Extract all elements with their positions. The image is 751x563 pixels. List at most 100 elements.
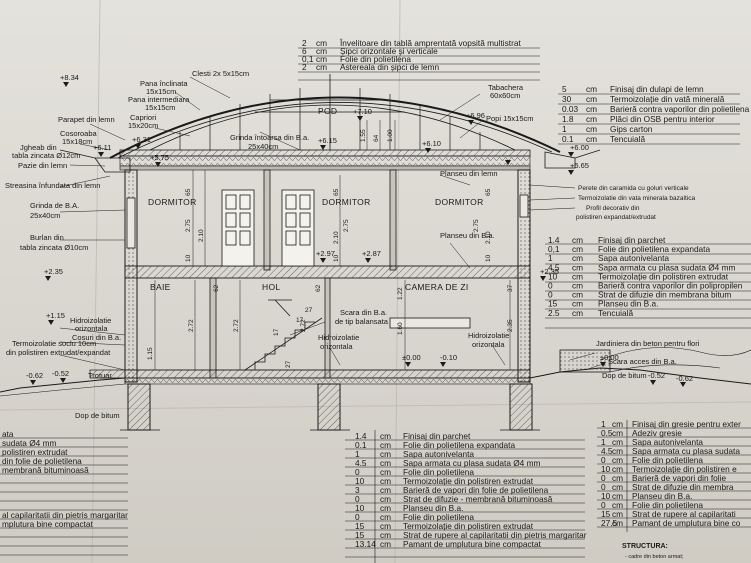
layer-unit: cm [380, 467, 391, 477]
layer-description: Gips carton [610, 124, 653, 134]
layer-description: Strat de rupere al capilaritatii din pie… [403, 530, 587, 540]
windows [126, 194, 529, 329]
dimension-labels: 65 2.75 2.10 10 65 2.75 2.10 10 65 2.75 … [147, 129, 514, 368]
layer-unit: cm [586, 84, 597, 94]
layer-description: membrană bituminoasă [2, 465, 89, 475]
layer-thickness: 0.5 [601, 428, 613, 438]
svg-text:+6.11: +6.11 [93, 143, 111, 152]
svg-text:+2.87: +2.87 [362, 249, 381, 258]
layer-unit: cm [612, 473, 623, 483]
layer-unit: cm [612, 428, 623, 438]
layer-unit: cm [380, 485, 391, 495]
svg-text:15x20cm: 15x20cm [128, 121, 158, 130]
svg-text:+2.35: +2.35 [44, 267, 63, 276]
svg-text:Dop de bitum: Dop de bitum [75, 411, 120, 420]
layer-description: Sapa armata cu plasa sudata [632, 446, 740, 456]
svg-text:tabla zincata Ø12cm: tabla zincata Ø12cm [12, 151, 80, 160]
svg-text:orizontala: orizontala [472, 340, 505, 349]
dimension-lines [154, 120, 511, 370]
svg-text:27: 27 [285, 360, 292, 368]
level-labels: +8.34 +7.10 +6.96 +6.11 +6.31 +6.15 +6.1… [26, 73, 693, 383]
room-dormitor-mid: DORMITOR [322, 197, 371, 207]
terrain [0, 347, 751, 397]
layer-unit: cm [380, 440, 391, 450]
room-dormitor-right: DORMITOR [435, 197, 484, 207]
room-dormitor-left: DORMITOR [148, 197, 197, 207]
layer-thickness: 1.4 [548, 235, 560, 245]
layer-thickness: 15 [548, 299, 558, 309]
layer-thickness: 1 [601, 419, 606, 429]
layer-thickness: 0 [355, 494, 360, 504]
layer-description: Sapa autonivelanta [632, 437, 703, 447]
svg-text:Grinda întoarsa din B.a.: Grinda întoarsa din B.a. [230, 133, 309, 142]
layer-thickness: 1.8 [562, 114, 574, 124]
svg-text:Clesti 2x 5x15cm: Clesti 2x 5x15cm [192, 69, 249, 78]
layer-description: Plăci din OSB pentru interior [610, 114, 715, 124]
svg-text:+2.97: +2.97 [316, 249, 335, 258]
svg-text:Dop de bitum: Dop de bitum [602, 371, 647, 380]
svg-text:60x60cm: 60x60cm [490, 91, 520, 100]
layer-description: Tencuială [610, 134, 645, 144]
layer-description: Astereala din șipci de lemn [340, 62, 440, 72]
layer-thickness: 1 [355, 449, 360, 459]
layer-thickness: 10 [355, 503, 365, 513]
layer-description: Adeziv gresie [632, 428, 682, 438]
svg-text:Planseu din lemn: Planseu din lemn [440, 169, 498, 178]
layer-thickness: 4.5 [601, 446, 613, 456]
svg-text:+8.34: +8.34 [60, 73, 79, 82]
layer-description: Sapa armata cu plasa sudata Ø4 mm [598, 262, 736, 272]
layer-thickness: 15 [355, 521, 365, 531]
layer-thickness: 3 [355, 485, 360, 495]
layer-description: Barieră contra vaporilor din polipropile… [598, 281, 743, 291]
svg-text:din polistiren extrudat/expand: din polistiren extrudat/expandat [6, 348, 111, 357]
layer-description: Folie din polietilena [403, 512, 474, 522]
layer-unit: cm [586, 124, 597, 134]
svg-text:+6.10: +6.10 [422, 139, 441, 148]
layer-thickness: 1 [562, 124, 567, 134]
svg-text:Termoizolatie din vata mineral: Termoizolatie din vata minerala bazaltic… [578, 195, 695, 202]
layer-description: Șipci orizontale și verticale [340, 46, 438, 56]
layer-unit: cm [380, 494, 391, 504]
layer-unit: cm [572, 253, 583, 263]
layer-description: Termoizolație din polistiren e [632, 464, 737, 474]
svg-text:orizontala: orizontala [75, 324, 108, 333]
svg-text:2.75: 2.75 [185, 219, 192, 232]
layer-unit: cm [612, 518, 623, 528]
svg-text:1.15: 1.15 [147, 347, 154, 360]
svg-text:2.10: 2.10 [485, 231, 492, 244]
layer-thickness: 2.5 [548, 308, 560, 318]
svg-text:10: 10 [333, 254, 340, 262]
layer-thickness: 13.14 [355, 539, 376, 549]
svg-text:Popi 15x15cm: Popi 15x15cm [486, 114, 534, 123]
layer-unit: cm [572, 299, 583, 309]
svg-text:+6.31: +6.31 [132, 135, 151, 144]
layer-description: Finisaj din parchet [403, 431, 471, 441]
svg-text:1.00: 1.00 [387, 129, 394, 142]
svg-text:62: 62 [315, 284, 322, 292]
layer-unit: cm [316, 38, 327, 48]
svg-text:17: 17 [273, 328, 280, 336]
svg-text:Pana intermediara: Pana intermediara [128, 95, 190, 104]
layer-description: Barieră de vapori din folie de polietile… [403, 485, 549, 495]
layer-thickness: 4,5 [548, 262, 560, 272]
svg-text:+6.15: +6.15 [318, 136, 337, 145]
svg-text:tabla zincata Ø10cm: tabla zincata Ø10cm [20, 243, 88, 252]
layer-thickness: 4.5 [355, 458, 367, 468]
layer-thickness: 1 [548, 253, 553, 263]
layer-unit: cm [572, 281, 583, 291]
layer-thickness: 0 [601, 482, 606, 492]
layer-unit: cm [612, 455, 623, 465]
layer-description: Folie din polietilena [403, 467, 474, 477]
layer-thickness: 10 [548, 271, 558, 281]
layer-unit: cm [612, 464, 623, 474]
layer-description: mplutura bine compactat [2, 519, 94, 529]
svg-text:+6.00: +6.00 [570, 143, 589, 152]
room-camera-de-zi: CAMERA DE ZI [405, 282, 469, 292]
svg-text:17: 17 [296, 317, 304, 324]
